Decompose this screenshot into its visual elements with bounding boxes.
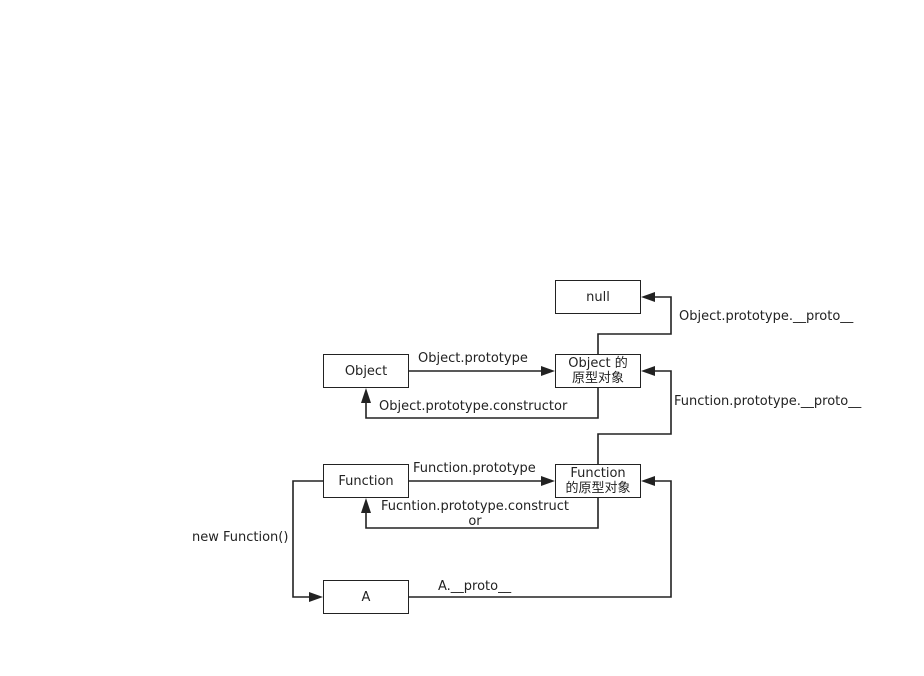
label-function-prototype-constructor: Fucntion.prototype.construct or (379, 499, 571, 529)
edge-object-proto-to-null (597, 296, 672, 354)
arrowhead (361, 388, 371, 403)
edge-function-proto-to-object-proto (597, 370, 672, 464)
arrowhead (361, 498, 371, 513)
edge-object-proto-constructor (365, 388, 599, 419)
node-function-prototype: Function 的原型对象 (555, 464, 641, 498)
label-new-function: new Function() (192, 530, 289, 545)
arrowhead (641, 366, 655, 376)
node-a-label: A (361, 589, 371, 605)
node-object-prototype-line1: Object 的 (568, 356, 628, 371)
node-null-label: null (586, 289, 610, 305)
arrowhead (541, 476, 555, 486)
label-object-prototype-constructor: Object.prototype.constructor (379, 399, 568, 414)
arrowhead (641, 292, 655, 302)
label-object-prototype: Object.prototype (418, 351, 528, 366)
node-object: Object (323, 354, 409, 388)
label-object-prototype-proto: Object.prototype.__proto__ (679, 309, 854, 324)
node-object-prototype: Object 的 原型对象 (555, 354, 641, 388)
label-function-prototype-constructor-line1: Fucntion.prototype.construct (381, 499, 569, 514)
node-object-prototype-line2: 原型对象 (571, 371, 624, 386)
node-object-label: Object (344, 363, 388, 379)
node-function-label: Function (338, 473, 394, 489)
edge-function-to-a (292, 480, 323, 598)
arrowhead (641, 476, 655, 486)
label-function-prototype-proto: Function.prototype.__proto__ (674, 394, 862, 409)
edge-function-proto-constructor (365, 498, 599, 529)
arrowhead (309, 592, 323, 602)
arrowhead (541, 366, 555, 376)
node-null: null (555, 280, 641, 314)
label-function-prototype: Function.prototype (413, 461, 536, 476)
label-function-prototype-constructor-line2: or (468, 514, 482, 529)
node-function-prototype-line2: 的原型对象 (565, 481, 631, 496)
label-a-proto: A.__proto__ (438, 579, 512, 594)
node-function-prototype-line1: Function (570, 466, 626, 481)
node-function: Function (323, 464, 409, 498)
edge-a-to-function-proto (409, 480, 672, 598)
node-a: A (323, 580, 409, 614)
